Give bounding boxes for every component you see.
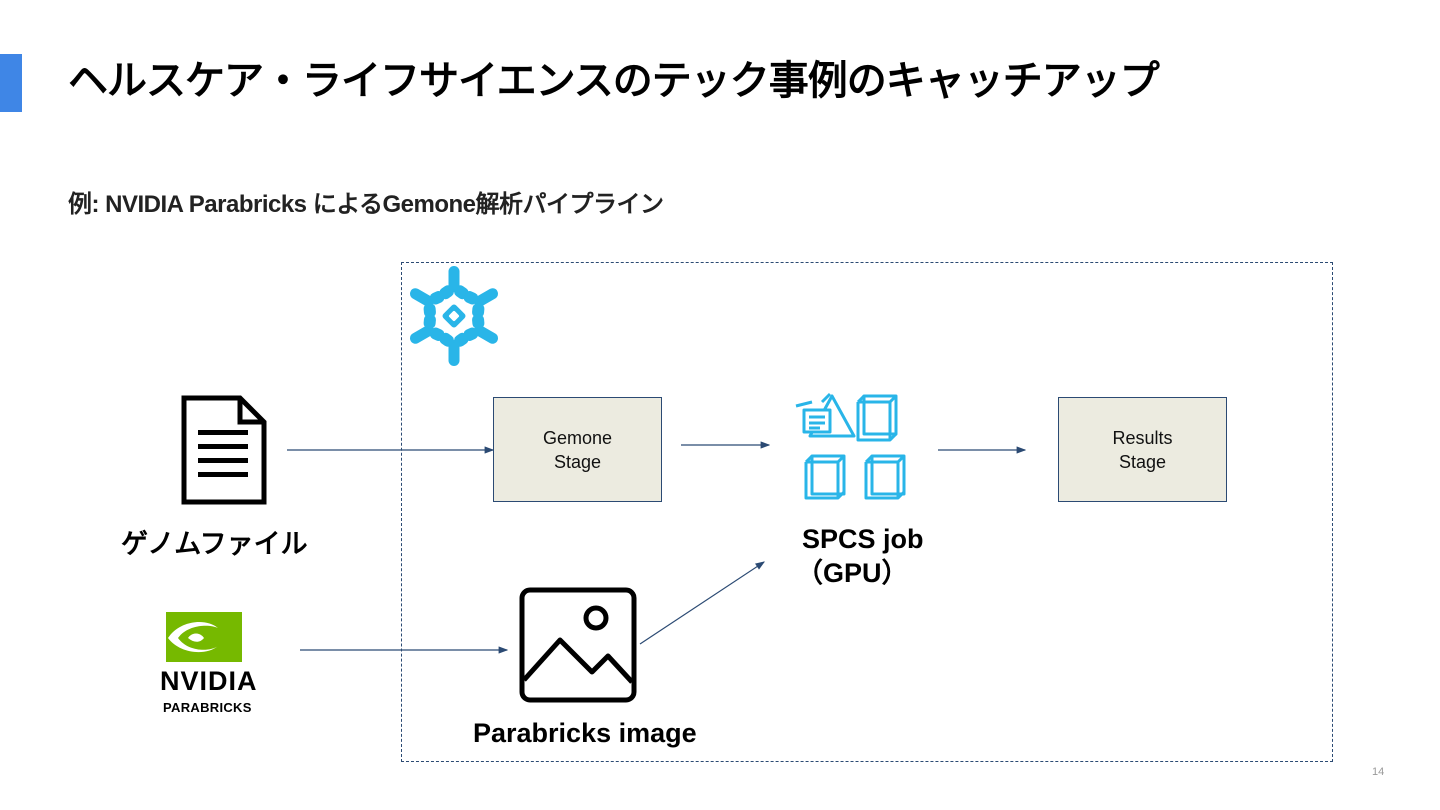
slide-title: ヘルスケア・ライフサイエンスのテック事例のキャッチアップ: [68, 59, 1160, 103]
arrow-image-to-spcs: [639, 561, 766, 645]
nvidia-logo-icon: [166, 612, 242, 662]
snowflake-icon: [402, 266, 506, 366]
spcs-job-line1: SPCS job: [802, 524, 924, 554]
spcs-job-label: SPCS job （GPU）: [796, 522, 924, 590]
gemone-stage-line1: Gemone: [542, 427, 613, 448]
page-number: 14: [1372, 766, 1385, 778]
cubes-icon: [795, 392, 906, 500]
title-accent-bar: [0, 54, 22, 112]
slide-subtitle: 例: NVIDIA Parabricks によるGemone解析パイプライン: [68, 191, 664, 218]
genome-file-label: ゲノムファイル: [121, 529, 308, 559]
gemone-stage-line2: Stage: [553, 451, 602, 472]
document-icon: [181, 395, 267, 505]
results-stage-line2: Stage: [1118, 451, 1167, 472]
snowflake-boundary: [401, 262, 1333, 762]
nvidia-wordmark: NVIDIA: [160, 666, 258, 696]
parabricks-wordmark: PARABRICKS: [163, 700, 252, 715]
gemone-stage-box: Gemone Stage: [493, 397, 662, 502]
spcs-job-line2: （GPU）: [796, 558, 909, 588]
image-icon: [519, 587, 637, 703]
results-stage-box: Results Stage: [1058, 397, 1227, 502]
parabricks-image-label: Parabricks image: [473, 718, 697, 748]
results-stage-line1: Results: [1112, 427, 1173, 448]
